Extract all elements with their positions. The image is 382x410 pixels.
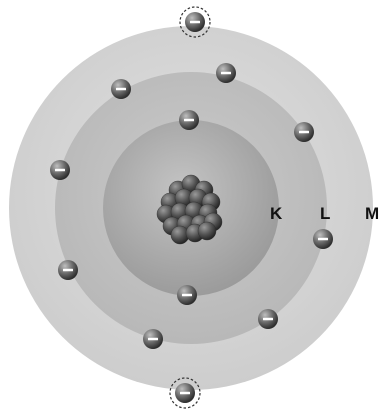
minus-sign-icon (148, 338, 158, 341)
minus-sign-icon (63, 269, 73, 272)
electron (143, 329, 163, 349)
minus-sign-icon (182, 294, 192, 297)
electron (294, 122, 314, 142)
minus-sign-icon (190, 21, 200, 24)
minus-sign-icon (184, 119, 194, 122)
shell-label-l: L (320, 205, 330, 222)
minus-sign-icon (318, 238, 328, 241)
minus-sign-icon (221, 72, 231, 75)
electron (50, 160, 70, 180)
minus-sign-icon (116, 88, 126, 91)
electron (58, 260, 78, 280)
minus-sign-icon (299, 131, 309, 134)
shell-label-m: M (365, 205, 379, 222)
minus-sign-icon (55, 169, 65, 172)
electron (111, 79, 131, 99)
nucleus-particle (198, 222, 216, 240)
minus-sign-icon (180, 392, 190, 395)
electron (313, 229, 333, 249)
electron (258, 309, 278, 329)
electron (177, 285, 197, 305)
electron (216, 63, 236, 83)
shell-label-k: K (270, 205, 282, 222)
electron (179, 110, 199, 130)
minus-sign-icon (263, 318, 273, 321)
